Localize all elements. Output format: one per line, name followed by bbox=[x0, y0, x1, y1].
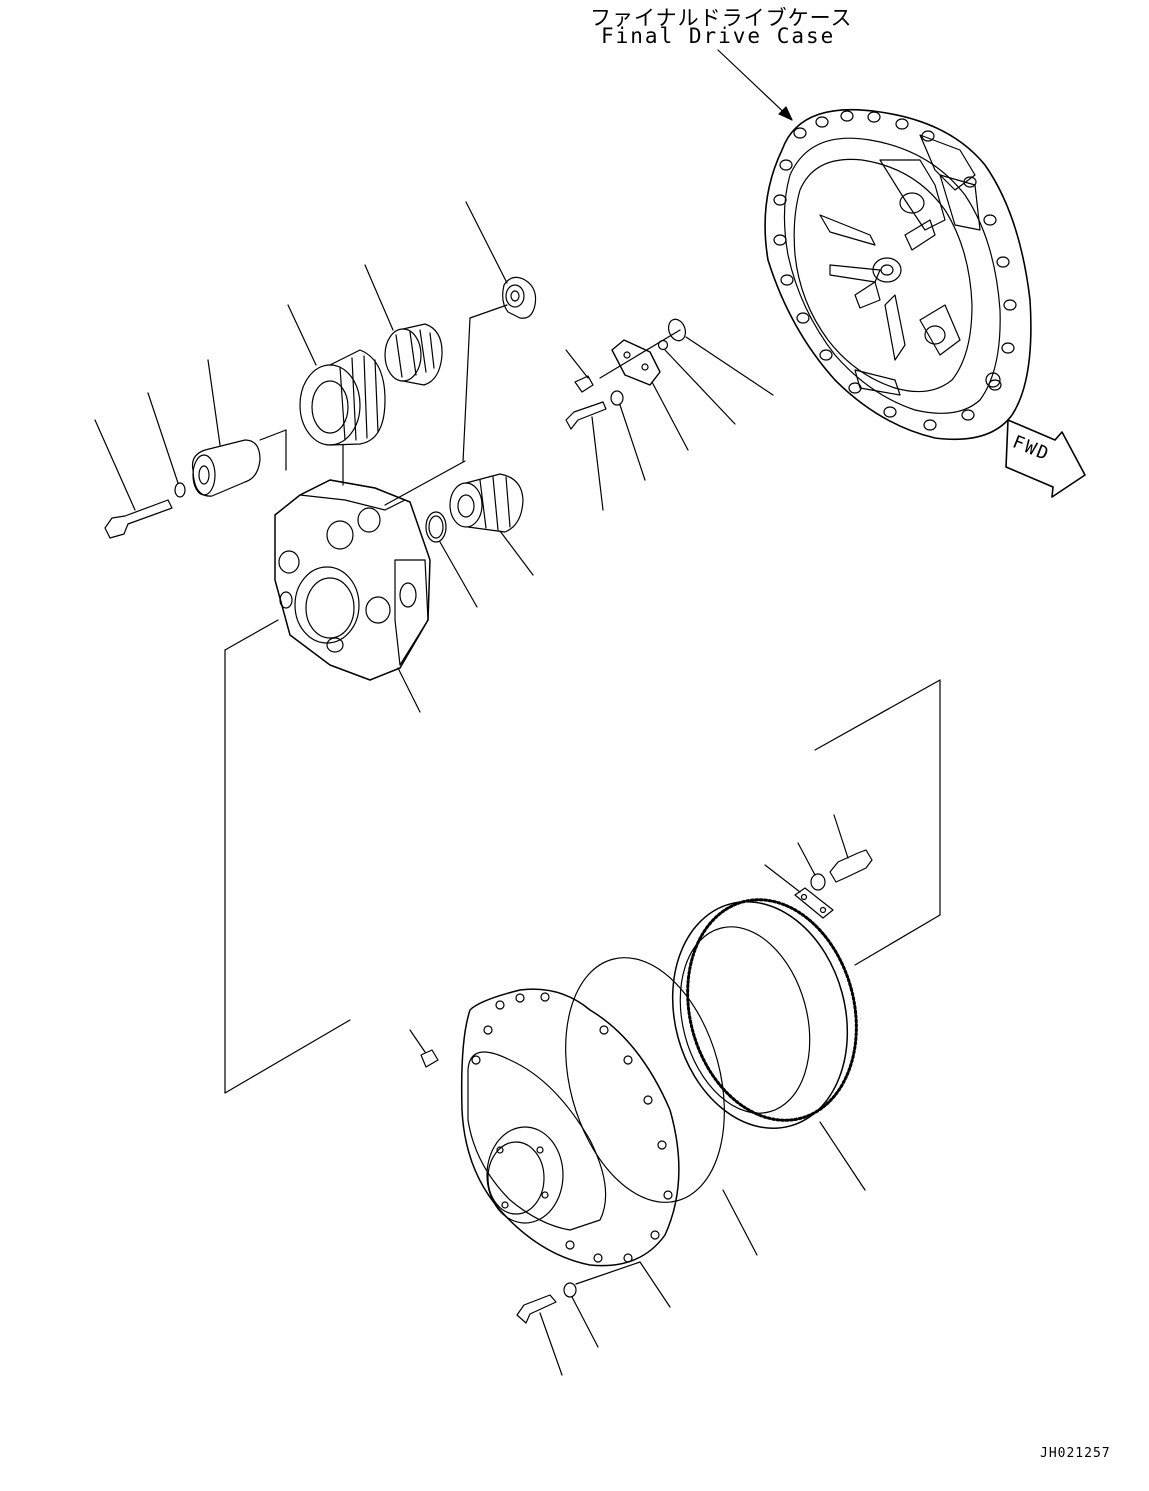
hub-bolt bbox=[517, 1295, 562, 1375]
roller-bearing bbox=[450, 474, 533, 575]
ring-gear bbox=[648, 881, 880, 1190]
final-drive-case-arrow bbox=[718, 50, 792, 120]
hub-plug bbox=[410, 1030, 438, 1067]
final-drive-case-label-jp: ファイナルドライブケース bbox=[590, 6, 853, 30]
ring-gear-washer bbox=[798, 843, 825, 890]
final-drive-case-label-en: Final Drive Case bbox=[601, 24, 836, 48]
steel-ball bbox=[659, 341, 736, 425]
hub-cover bbox=[462, 989, 679, 1307]
drawing-number: JH021257 bbox=[1040, 1446, 1111, 1461]
planet-carrier bbox=[275, 480, 430, 712]
thrust-collar bbox=[463, 202, 536, 462]
cover-washer bbox=[611, 391, 645, 480]
o-ring bbox=[666, 317, 773, 395]
fwd-direction-arrow bbox=[1006, 420, 1085, 497]
large-o-ring bbox=[540, 940, 757, 1255]
carrier-bolt bbox=[95, 420, 172, 538]
lock-washer bbox=[148, 393, 185, 497]
planet-gear bbox=[288, 305, 385, 485]
cover-bolt bbox=[566, 402, 606, 510]
planet-shaft bbox=[193, 360, 287, 496]
case-bolt-holes bbox=[774, 111, 1016, 430]
cover-plate bbox=[600, 330, 688, 450]
snap-ring bbox=[426, 512, 477, 607]
hub-washer bbox=[564, 1262, 640, 1347]
plug bbox=[566, 350, 593, 392]
lock-plate bbox=[765, 865, 833, 918]
final-drive-case bbox=[765, 110, 1031, 440]
needle-bearing-small bbox=[365, 265, 442, 385]
ring-gear-bolt bbox=[830, 815, 872, 882]
assembly-leader-lines bbox=[225, 461, 940, 1093]
